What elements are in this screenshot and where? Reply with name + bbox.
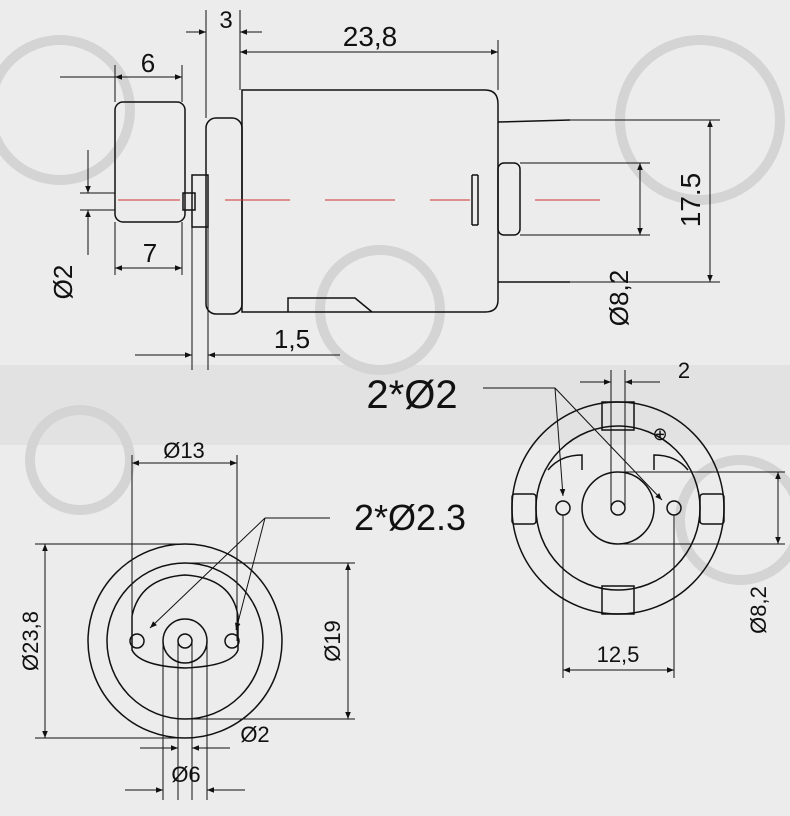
dim-17-5: 17.5 — [675, 173, 706, 228]
side-dimension-lines — [60, 29, 713, 358]
front-hole-right — [224, 633, 240, 649]
dim-d6: Ø6 — [171, 762, 200, 787]
rear-notch-bottom — [601, 585, 635, 615]
front-holes-label: 2*Ø2.3 — [354, 497, 466, 538]
plus-mark: ⊕ — [652, 424, 667, 444]
rear-brush-arcs — [547, 454, 689, 471]
dim-d13: Ø13 — [163, 438, 205, 463]
front-hole-left — [129, 633, 145, 649]
dim-1-5: 1,5 — [274, 324, 310, 354]
motor-body — [241, 89, 499, 313]
rear-view: ⊕ 2*Ø2 2 Ø8,2 12,5 — [366, 358, 785, 678]
front-view: Ø13 2*Ø2.3 Ø23,8 Ø19 Ø2 Ø6 — [18, 438, 466, 800]
dim-cap-diameter: Ø8,2 — [604, 270, 634, 326]
shaft — [182, 192, 196, 211]
front-flange-outline — [131, 574, 239, 669]
dim-shaft-d2: Ø2 — [240, 722, 269, 747]
dim-23-8: 23,8 — [343, 21, 398, 52]
dim-d19: Ø19 — [320, 620, 345, 662]
rear-cap — [497, 162, 521, 236]
front-dimension-lines — [35, 455, 355, 800]
dim-6: 6 — [141, 48, 155, 78]
dim-12-5: 12,5 — [597, 642, 640, 667]
dim-2: 2 — [678, 358, 690, 383]
pulley — [114, 101, 186, 223]
rear-clip — [471, 174, 479, 226]
rear-holes-label: 2*Ø2 — [366, 373, 457, 417]
gear-watermark — [0, 35, 790, 585]
rear-notch-left — [511, 493, 537, 525]
side-view: 3 23,8 6 7 1,5 Ø2 Ø8,2 17.5 — [48, 7, 720, 370]
dim-d23-8: Ø23,8 — [18, 611, 43, 671]
dim-7: 7 — [143, 238, 157, 268]
rear-notch-right — [699, 493, 725, 525]
bearing-boss — [191, 174, 209, 228]
dim-rear-d8-2: Ø8,2 — [746, 586, 771, 634]
dim-3: 3 — [219, 7, 232, 34]
body-tab — [287, 297, 373, 313]
dim-shaft-diameter: Ø2 — [48, 265, 78, 300]
rear-dimension-lines — [483, 370, 785, 678]
terminal-top — [497, 119, 571, 123]
rear-notch-top — [601, 401, 635, 431]
divider-band — [0, 365, 790, 445]
